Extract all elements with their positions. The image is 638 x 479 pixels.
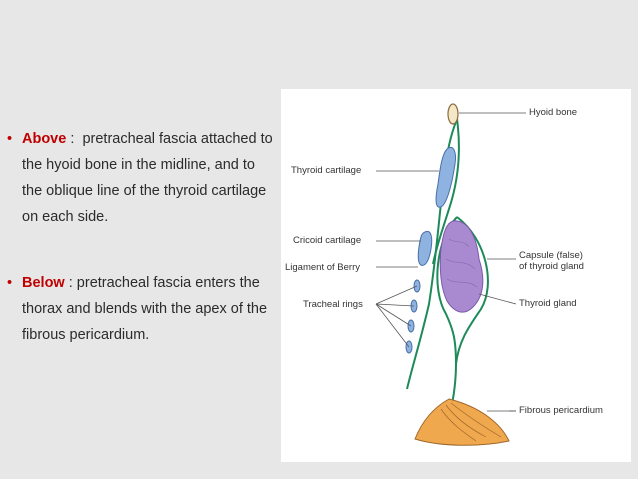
label-ligament-of-berry: Ligament of Berry <box>285 262 360 273</box>
label-cricoid-cartilage: Cricoid cartilage <box>293 235 362 246</box>
bullet-dot: • <box>7 275 13 291</box>
label-capsule-line2: of thyroid gland <box>519 261 584 272</box>
cricoid-cartilage-shape <box>417 230 433 266</box>
anatomy-diagram: Hyoid bone Thyroid cartilage Cricoid car… <box>281 89 631 462</box>
bullet-text-below: pretracheal fascia enters the thorax and… <box>22 275 268 343</box>
text-column: • Above : pretracheal fascia attached to… <box>6 126 274 348</box>
label-thyroid-cartilage: Thyroid cartilage <box>291 165 362 176</box>
leader-lines <box>375 112 526 412</box>
thyroid-gland-shape <box>439 220 484 313</box>
bullet-above: • Above : pretracheal fascia attached to… <box>6 126 274 230</box>
diagram-artwork <box>375 103 526 446</box>
label-hyoid-bone: Hyoid bone <box>529 107 578 118</box>
bullet-below: • Below : pretracheal fascia enters the … <box>6 270 274 348</box>
thyroid-cartilage-shape <box>435 146 456 208</box>
bullet-keyword-below: Below <box>22 275 65 291</box>
label-tracheal-rings: Tracheal rings <box>303 299 363 310</box>
bullet-text-above: pretracheal fascia attached to the hyoid… <box>22 131 273 225</box>
label-capsule: Capsule (false) of thyroid gland <box>519 250 584 272</box>
hyoid-bone-shape <box>447 103 459 125</box>
bullet-dot: • <box>7 131 13 147</box>
fibrous-pericardium-shape <box>414 398 510 446</box>
label-thyroid-gland: Thyroid gland <box>519 298 577 309</box>
tracheal-rings-shape <box>405 279 421 354</box>
label-capsule-line1: Capsule (false) <box>519 250 583 261</box>
bullet-separator: : <box>64 275 77 291</box>
label-fibrous-pericardium: Fibrous pericardium <box>519 405 603 416</box>
bullet-separator: : <box>66 131 83 147</box>
bullet-keyword-above: Above <box>22 131 67 147</box>
